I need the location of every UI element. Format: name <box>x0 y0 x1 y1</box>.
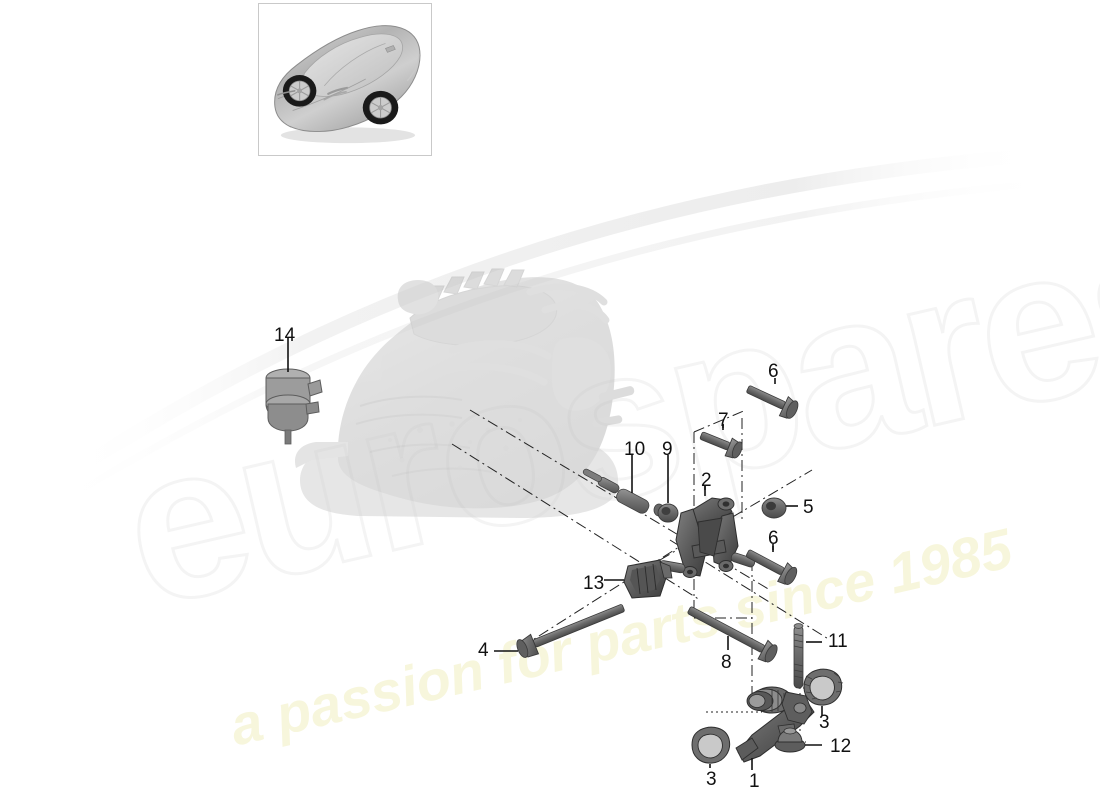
part-7-hex-bolt-short[interactable] <box>697 424 744 461</box>
callout-5[interactable]: 5 <box>803 497 814 518</box>
part-8-hex-bolt-extra-long[interactable] <box>684 601 780 665</box>
part-5-spacer-sleeve[interactable] <box>761 497 798 519</box>
callout-13[interactable]: 13 <box>583 573 605 594</box>
part-11-stud-bolt[interactable] <box>793 623 822 689</box>
part-13-rubber-mount[interactable] <box>604 559 673 599</box>
callout-3-upper[interactable]: 3 <box>819 712 830 733</box>
part-12-cap-nut[interactable] <box>774 727 822 753</box>
sports-car-illustration <box>274 25 421 144</box>
part-3-gasket-seal-lower[interactable] <box>691 726 731 768</box>
part-3-gasket-seal-upper[interactable] <box>803 668 844 716</box>
vehicle-thumbnail <box>258 3 432 156</box>
part-1-engine-mount-arm[interactable] <box>735 686 815 770</box>
callout-2[interactable]: 2 <box>701 470 712 491</box>
part-14-vacuum-pump[interactable] <box>265 338 323 445</box>
callout-4[interactable]: 4 <box>478 640 489 661</box>
callout-7[interactable]: 7 <box>718 410 729 431</box>
ghosted-engine-assembly <box>294 268 635 518</box>
callout-14[interactable]: 14 <box>274 325 296 346</box>
callout-8[interactable]: 8 <box>721 652 732 673</box>
callout-6-upper[interactable]: 6 <box>768 361 779 382</box>
part-9-bushing[interactable] <box>657 455 679 523</box>
part-6-hex-bolt-long-upper[interactable] <box>743 378 800 421</box>
callout-9[interactable]: 9 <box>662 439 673 460</box>
callout-12[interactable]: 12 <box>830 736 852 757</box>
callout-1[interactable]: 1 <box>749 771 760 792</box>
callout-3-lower[interactable]: 3 <box>706 769 717 790</box>
part-4-hex-bolt-extra-long[interactable] <box>494 598 628 660</box>
callout-10[interactable]: 10 <box>624 439 646 460</box>
callout-11[interactable]: 11 <box>828 631 848 652</box>
callout-6-lower[interactable]: 6 <box>768 528 779 549</box>
part-6-hex-bolt-long-lower[interactable] <box>742 544 799 588</box>
part-2-engine-mount-bracket[interactable] <box>658 486 756 578</box>
